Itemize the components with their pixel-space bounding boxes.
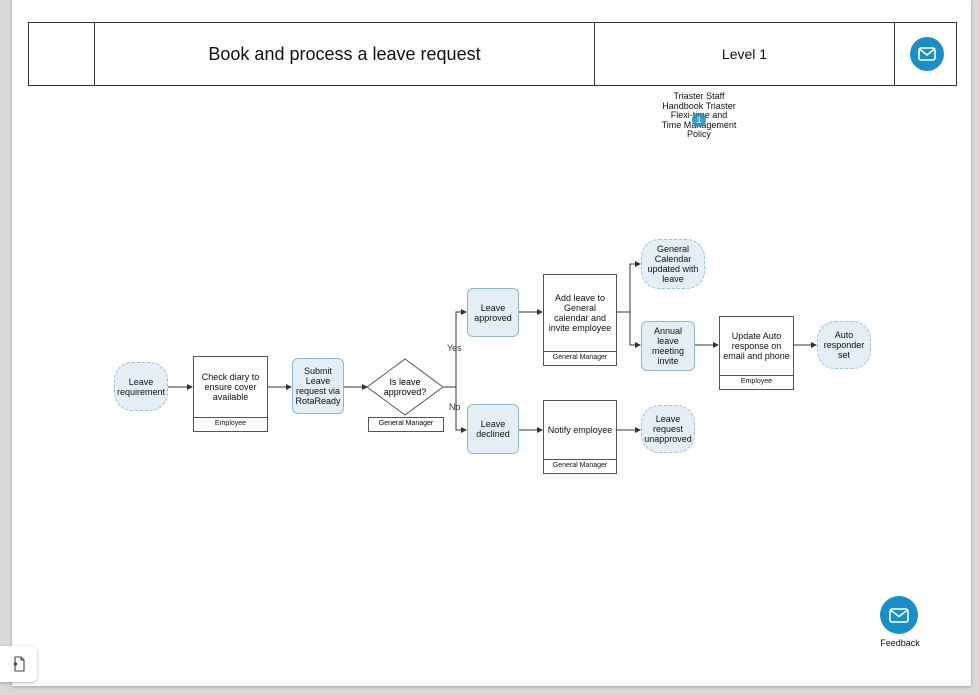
mail-button[interactable] [909, 37, 944, 71]
page-title: Book and process a leave request [208, 43, 481, 64]
feedback-widget[interactable]: Feedback [880, 596, 920, 648]
edge-decision-no [455, 387, 467, 433]
decision-diamond [366, 358, 444, 416]
reference-badge[interactable]: 1 [692, 113, 706, 127]
notify-employee-task[interactable]: Notify employee General Manager [543, 400, 617, 474]
calendar-updated-event[interactable]: General Calendar updated with leave [641, 239, 705, 289]
branch-no-label: No [449, 402, 461, 412]
edge-add-to-calendar [617, 261, 641, 313]
branch-yes-label: Yes [447, 343, 462, 353]
header-blank-cell [29, 23, 95, 85]
decision-text[interactable]: Is leave approved? [383, 377, 427, 397]
side-tool-button[interactable] [0, 646, 37, 682]
add-leave-text: Add leave to General calendar and invite… [548, 293, 612, 333]
document-icon [12, 656, 25, 672]
header-level-cell: Level 1 [595, 23, 895, 85]
leave-requirement-event[interactable]: Leave requirement [114, 362, 168, 411]
header-title-cell: Book and process a leave request [95, 23, 595, 85]
update-auto-role: Employee [720, 375, 793, 389]
update-auto-response-task[interactable]: Update Auto response on email and phone … [719, 316, 794, 390]
feedback-mail-icon [889, 607, 909, 623]
check-diary-role: Employee [194, 417, 267, 431]
edge-add-to-meeting [629, 312, 641, 348]
annual-leave-meeting-activity[interactable]: Annual leave meeting invite [641, 321, 695, 371]
leave-unapproved-event[interactable]: Leave request unapproved [641, 405, 695, 453]
check-diary-text: Check diary to ensure cover available [201, 372, 260, 402]
auto-responder-event[interactable]: Auto responder set [817, 321, 871, 369]
leave-declined-activity[interactable]: Leave declined [467, 404, 519, 454]
notify-employee-text: Notify employee [547, 425, 613, 435]
level-label: Level 1 [721, 46, 768, 62]
feedback-button[interactable] [880, 596, 918, 634]
check-diary-task[interactable]: Check diary to ensure cover available Em… [193, 356, 268, 432]
submit-request-activity[interactable]: Submit Leave request via RotaReady [292, 358, 344, 414]
feedback-label: Feedback [880, 638, 920, 648]
notify-employee-role: General Manager [544, 459, 616, 473]
mail-icon [917, 47, 936, 61]
header-mail-cell [895, 23, 958, 85]
edge-decision-branch [443, 309, 467, 388]
add-leave-task[interactable]: Add leave to General calendar and invite… [543, 274, 617, 366]
decision-role: General Manager [368, 417, 444, 432]
update-auto-text: Update Auto response on email and phone [723, 331, 790, 361]
add-leave-role: General Manager [544, 351, 616, 365]
leave-approved-activity[interactable]: Leave approved [467, 288, 519, 337]
process-header: Book and process a leave request Level 1 [28, 22, 957, 86]
